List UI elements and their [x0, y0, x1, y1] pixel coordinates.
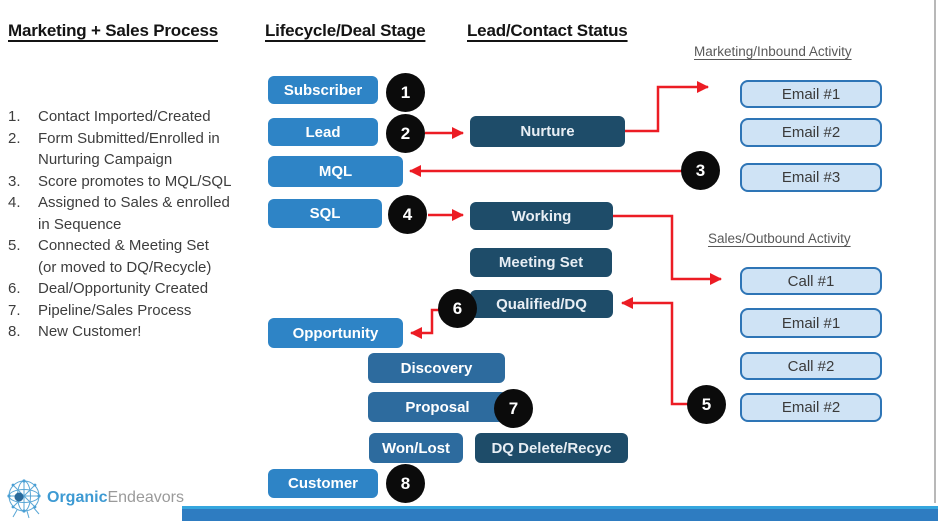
list-item-number: 5.: [8, 237, 21, 254]
step-marker-4: 4: [388, 195, 427, 234]
list-item: 8. New Customer!: [8, 321, 260, 343]
step-marker-7: 7: [494, 389, 533, 428]
list-item-number: 3.: [8, 172, 21, 190]
list-item-text: New Customer!: [38, 323, 142, 340]
arrow-working-to-call1: [613, 214, 722, 285]
step-marker-1: 1: [386, 73, 425, 112]
list-item-number: 4.: [8, 194, 21, 211]
inbound-activity-email-1: Email #1: [740, 80, 882, 108]
inbound-activity-email-3: Email #3: [740, 163, 882, 192]
header-marketing-sales-process: Marketing + Sales Process: [8, 21, 218, 40]
organic-endeavors-logo: OrganicEndeavors: [5, 476, 184, 520]
outbound-activity-call-1: Call #1: [740, 267, 882, 295]
deal-box-won-lost: Won/Lost: [369, 433, 463, 463]
logo-wordmark: OrganicEndeavors: [47, 489, 184, 507]
list-item-text: Deal/Opportunity Created: [38, 280, 209, 297]
status-box-nurture: Nurture: [470, 116, 625, 147]
status-box-meeting-set: Meeting Set: [470, 248, 612, 277]
bottom-accent-bar: [182, 506, 938, 521]
step-marker-2: 2: [386, 114, 425, 153]
list-item: 4. Assigned to Sales & enrolled in Seque…: [8, 192, 260, 235]
list-item-number: 1.: [8, 108, 21, 125]
list-item: 6. Deal/Opportunity Created: [8, 278, 260, 300]
list-item: 2. Form Submitted/Enrolled in Nurturing …: [8, 128, 260, 171]
list-item: 7. Pipeline/Sales Process: [8, 300, 260, 322]
slide-right-border: [934, 0, 936, 503]
arrow-step5-to-qualified: [621, 297, 688, 406]
header-lifecycle-deal-stage: Lifecycle/Deal Stage: [265, 21, 426, 40]
step-marker-5: 5: [687, 385, 726, 424]
list-item-number: 6.: [8, 280, 21, 297]
step-marker-3: 3: [681, 151, 720, 190]
stage-box-customer: Customer: [268, 469, 378, 498]
stage-box-opportunity: Opportunity: [268, 318, 403, 348]
inbound-activity-email-2: Email #2: [740, 118, 882, 147]
outbound-activity-email-2: Email #2: [740, 393, 882, 422]
list-item: 3. Score promotes to MQL/SQL: [8, 171, 260, 193]
stage-box-mql: MQL: [268, 156, 403, 187]
list-item-text: Connected & Meeting Set (or moved to DQ/…: [38, 237, 212, 276]
status-box-dq-delete-recyc: DQ Delete/Recyc: [475, 433, 628, 463]
deal-box-discovery: Discovery: [368, 353, 505, 383]
list-item-text: Pipeline/Sales Process: [38, 301, 192, 319]
list-item-text: Contact Imported/Created: [38, 108, 211, 125]
process-steps-list: 1. Contact Imported/Created 2. Form Subm…: [8, 106, 260, 343]
logo-word-organic: Organic: [47, 489, 108, 506]
step-marker-8: 8: [386, 464, 425, 503]
organic-endeavors-logo-icon: [7, 479, 41, 519]
outbound-activity-call-2: Call #2: [740, 352, 882, 380]
list-item-number: 7.: [8, 301, 21, 319]
step-marker-6: 6: [438, 289, 477, 328]
status-box-working: Working: [470, 202, 613, 230]
logo-word-endeavors: Endeavors: [107, 489, 184, 506]
list-item-number: 2.: [8, 129, 21, 147]
list-item-number: 8.: [8, 323, 21, 340]
header-sales-outbound-activity: Sales/Outbound Activity: [708, 231, 851, 246]
deal-box-proposal: Proposal: [368, 392, 507, 422]
stage-box-subscriber: Subscriber: [268, 76, 378, 104]
list-item-text: Assigned to Sales & enrolled in Sequence: [38, 194, 230, 233]
list-item-text: Form Submitted/Enrolled in Nurturing Cam…: [38, 129, 220, 169]
stage-box-lead: Lead: [268, 118, 378, 146]
list-item: 1. Contact Imported/Created: [8, 106, 260, 128]
stage-box-sql: SQL: [268, 199, 382, 228]
status-box-qualified-dq: Qualified/DQ: [470, 290, 613, 318]
list-item: 5. Connected & Meeting Set (or moved to …: [8, 235, 260, 278]
arrow-nurture-to-email1: [625, 81, 709, 133]
header-marketing-inbound-activity: Marketing/Inbound Activity: [694, 44, 852, 59]
list-item-text: Score promotes to MQL/SQL: [38, 172, 232, 190]
outbound-activity-email-1: Email #1: [740, 308, 882, 338]
header-lead-contact-status: Lead/Contact Status: [467, 21, 628, 40]
